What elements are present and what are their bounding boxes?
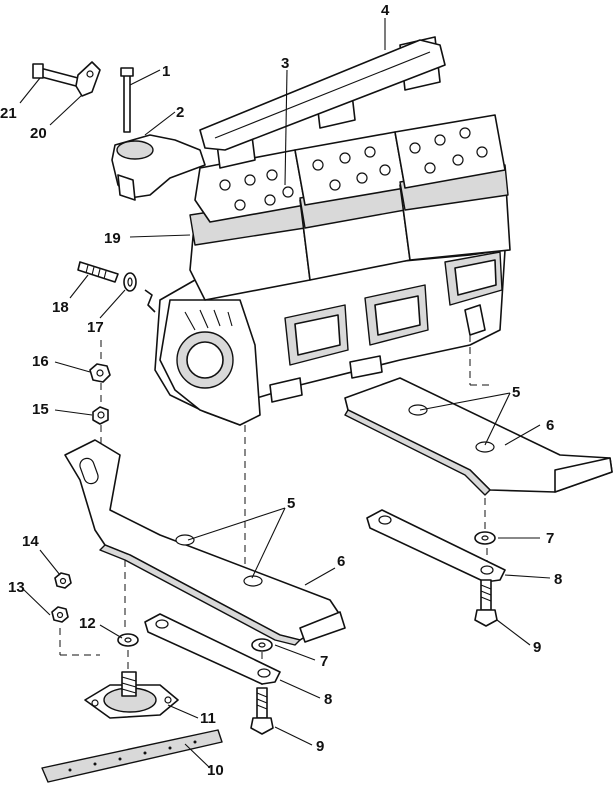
callout-8-left: 8 xyxy=(324,691,332,708)
shim-plate-right xyxy=(366,509,506,583)
callout-14: 14 xyxy=(22,533,39,550)
bolt-9-right xyxy=(474,579,498,627)
callout-8-right: 8 xyxy=(554,571,562,588)
callout-6-right: 6 xyxy=(546,417,554,434)
pad-10 xyxy=(41,729,223,783)
callout-17: 17 xyxy=(87,319,104,336)
callouts: 1 2 3 4 5 5 6 6 7 7 8 8 9 9 10 11 12 13 … xyxy=(0,2,562,779)
washer-12 xyxy=(117,633,139,647)
callout-21: 21 xyxy=(0,105,17,122)
callout-5-right: 5 xyxy=(512,384,520,401)
callout-12: 12 xyxy=(79,615,96,632)
shim-plate-left xyxy=(144,613,281,685)
head-bolts xyxy=(219,127,488,211)
thermostat-housing xyxy=(111,134,206,201)
callout-7-right: 7 xyxy=(546,530,554,547)
stud-18 xyxy=(77,261,119,283)
callout-4: 4 xyxy=(381,2,390,19)
washer-15 xyxy=(92,406,109,425)
callout-20: 20 xyxy=(30,125,47,142)
washer-17 xyxy=(123,272,137,292)
callout-10: 10 xyxy=(207,762,224,779)
callout-3: 3 xyxy=(281,55,289,72)
washer-7-right xyxy=(474,531,496,545)
callout-9-left: 9 xyxy=(316,738,324,755)
nut-16 xyxy=(89,363,111,383)
bolt-9-left xyxy=(250,687,274,735)
bolt-1 xyxy=(120,67,134,133)
callout-13: 13 xyxy=(8,579,25,596)
screw-21 xyxy=(32,63,79,87)
washer-7-left xyxy=(251,638,273,652)
nut-13 xyxy=(51,606,69,623)
callout-9-right: 9 xyxy=(533,639,541,656)
nut-14 xyxy=(54,572,72,589)
callout-19: 19 xyxy=(104,230,121,247)
callout-2: 2 xyxy=(176,104,184,121)
rubber-mount-11 xyxy=(84,671,179,719)
callout-18: 18 xyxy=(52,299,69,316)
engine-assembly xyxy=(154,36,511,426)
mount-plate-left xyxy=(64,439,346,646)
bracket-20 xyxy=(75,61,101,97)
callout-11: 11 xyxy=(200,710,216,727)
callout-7-left: 7 xyxy=(320,653,328,670)
clip xyxy=(144,289,156,313)
callout-5-left: 5 xyxy=(287,495,295,512)
callout-15: 15 xyxy=(32,401,49,418)
mount-plate-right xyxy=(344,377,613,496)
leader-lines xyxy=(19,18,551,769)
callout-16: 16 xyxy=(32,353,49,370)
callout-1: 1 xyxy=(162,63,170,80)
callout-6-left: 6 xyxy=(337,553,345,570)
